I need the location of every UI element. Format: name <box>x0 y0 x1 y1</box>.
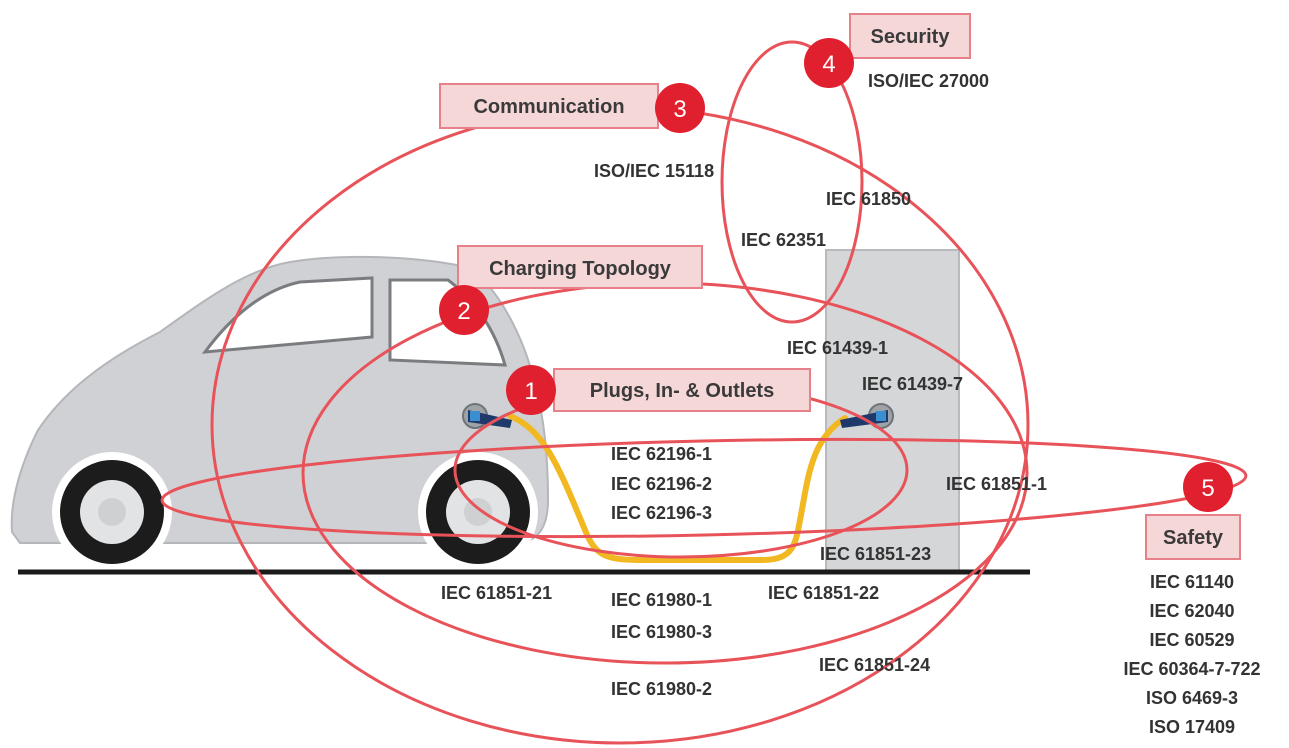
standard-iec-61851-24: IEC 61851-24 <box>819 655 930 675</box>
standard-iso-iec-15118: ISO/IEC 15118 <box>594 161 714 181</box>
safety-standards-list: IEC 61140 IEC 62040 IEC 60529 IEC 60364-… <box>1123 572 1260 737</box>
category-communication: Communication 3 <box>439 83 705 133</box>
badge-number-4: 4 <box>822 51 835 78</box>
standard-iec-61851-1: IEC 61851-1 <box>946 474 1047 494</box>
standard-iec-61851-22: IEC 61851-22 <box>768 583 879 603</box>
standard-iec-61439-7: IEC 61439-7 <box>862 374 963 394</box>
standard-iec-62196-3: IEC 62196-3 <box>611 503 712 523</box>
safety-standard-item: IEC 60529 <box>1149 630 1234 650</box>
category-label-box <box>457 245 703 289</box>
charging-cable <box>507 413 848 563</box>
standard-iec-61980-1: IEC 61980-1 <box>611 590 712 610</box>
category-label-box <box>553 368 811 412</box>
safety-standard-item: IEC 61140 <box>1150 572 1234 592</box>
standard-iec-61851-23: IEC 61851-23 <box>820 544 931 564</box>
car-rear-window <box>201 276 374 354</box>
standard-iso-iec-27000: ISO/IEC 27000 <box>868 71 989 91</box>
badge-number-5: 5 <box>1201 475 1214 502</box>
standard-iec-62196-1: IEC 62196-1 <box>611 444 712 464</box>
safety-ellipse <box>160 437 1248 539</box>
standard-iec-61980-3: IEC 61980-3 <box>611 622 712 642</box>
category-label-communication: Communication <box>473 96 624 118</box>
badge-number-3: 3 <box>673 96 686 123</box>
category-label-box <box>439 83 659 129</box>
category-plugs: Plugs, In- & Outlets 1 <box>506 365 811 415</box>
category-safety: Safety 5 <box>1145 462 1241 560</box>
category-label-security: Security <box>871 26 951 48</box>
standard-iec-61850: IEC 61850 <box>826 189 911 209</box>
security-ellipse <box>720 40 864 324</box>
standard-iec-61851-21: IEC 61851-21 <box>441 583 552 603</box>
vehicle-inlet-plug-icon <box>462 403 512 429</box>
car-rear-wheel <box>52 452 172 572</box>
car-icon <box>10 255 550 572</box>
category-label-box <box>849 13 971 59</box>
standard-iec-62351: IEC 62351 <box>741 230 826 250</box>
standard-iec-61439-1: IEC 61439-1 <box>787 338 888 358</box>
badge-5 <box>1183 462 1233 512</box>
safety-standard-item: IEC 60364-7-722 <box>1123 659 1260 679</box>
standard-iec-62196-2: IEC 62196-2 <box>611 474 712 494</box>
car-front-wheel <box>418 452 538 572</box>
category-label-plugs: Plugs, In- & Outlets <box>590 380 774 402</box>
safety-standard-item: ISO 17409 <box>1149 717 1235 737</box>
badge-3 <box>655 83 705 133</box>
category-label-topology: Charging Topology <box>489 258 672 280</box>
category-topology: Charging Topology 2 <box>439 245 703 335</box>
safety-standard-item: IEC 62040 <box>1149 601 1234 621</box>
badge-1 <box>506 365 556 415</box>
badge-number-1: 1 <box>524 378 537 405</box>
badge-number-2: 2 <box>457 298 470 325</box>
standard-iec-61980-2: IEC 61980-2 <box>611 679 712 699</box>
safety-standard-item: ISO 6469-3 <box>1146 688 1238 708</box>
category-label-safety: Safety <box>1163 527 1224 549</box>
category-label-box <box>1145 514 1241 560</box>
standards-labels: ISO/IEC 27000 ISO/IEC 15118 IEC 61850 IE… <box>441 71 1047 699</box>
category-security: Security 4 <box>804 13 971 88</box>
badge-4 <box>804 38 854 88</box>
badge-2 <box>439 285 489 335</box>
